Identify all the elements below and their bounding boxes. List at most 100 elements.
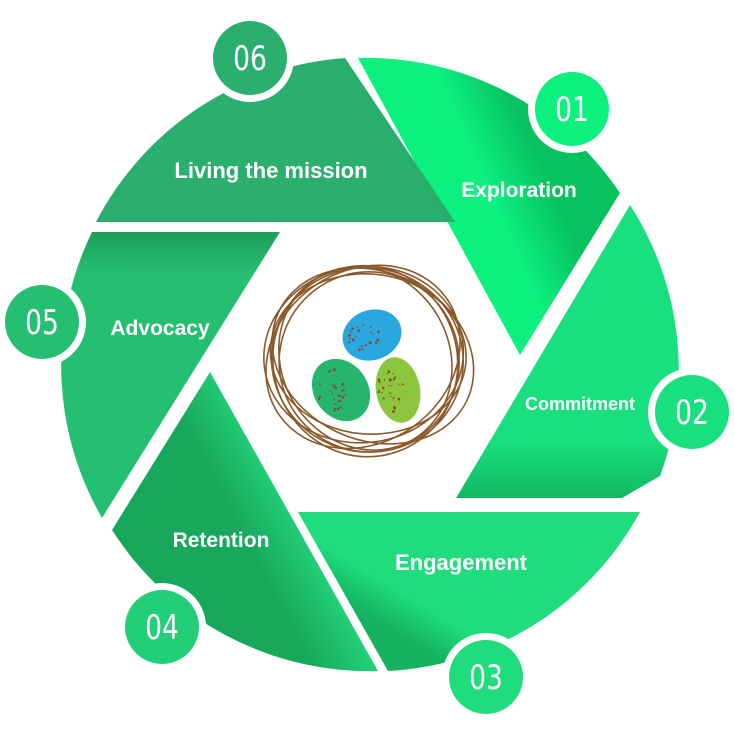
egg-speckle <box>355 335 358 338</box>
egg-speckle <box>341 396 345 399</box>
egg-speckle <box>317 397 321 401</box>
egg-speckle <box>351 327 354 330</box>
egg-speckle <box>333 409 336 412</box>
stage-03-badge[interactable]: 03 <box>442 633 530 721</box>
nest-strand <box>265 264 461 450</box>
stage-03-blade[interactable] <box>298 512 640 671</box>
egg-speckle <box>377 390 381 394</box>
stage-05-blade[interactable] <box>61 232 281 518</box>
egg-speckle <box>397 397 401 401</box>
blue-egg <box>342 309 402 361</box>
egg-speckle <box>392 410 395 413</box>
egg-speckle <box>352 338 355 342</box>
stage-02-label: Commitment <box>525 394 635 414</box>
egg-speckle <box>383 379 386 381</box>
egg-speckle <box>392 372 395 375</box>
stage-06-blade[interactable] <box>96 58 455 222</box>
stage-03-label: Engagement <box>395 550 528 575</box>
egg-speckle <box>347 341 351 344</box>
nest-strand <box>278 271 460 453</box>
egg-speckle <box>381 386 385 390</box>
egg-speckle <box>336 407 340 411</box>
nest-strand <box>277 266 453 451</box>
stage-01-badge[interactable]: 01 <box>528 65 616 153</box>
stage-02-badge[interactable]: 02 <box>648 368 735 456</box>
egg-speckle <box>378 389 380 391</box>
stage-02-number: 02 <box>675 394 709 433</box>
egg-speckle <box>401 383 404 386</box>
stage-05-badge[interactable]: 05 <box>0 278 86 366</box>
egg-speckle <box>393 406 396 410</box>
egg-speckle <box>390 395 392 398</box>
egg-speckle <box>337 400 340 403</box>
egg-speckle <box>342 388 345 391</box>
egg-speckle <box>349 337 352 340</box>
egg-speckle <box>362 348 364 351</box>
egg-speckle <box>328 370 331 373</box>
egg-speckle <box>387 370 391 373</box>
egg-speckle <box>378 380 381 384</box>
egg-speckle <box>333 407 337 410</box>
egg-speckle <box>341 382 345 386</box>
egg-speckle <box>375 341 378 344</box>
egg-speckle <box>319 383 322 386</box>
stage-03-number: 03 <box>469 659 503 698</box>
stage-01-label: Exploration <box>461 179 577 202</box>
egg-speckle <box>357 330 360 333</box>
egg-speckle <box>381 391 383 393</box>
stage-06-badge[interactable]: 06 <box>206 14 294 102</box>
stage-badges: 01 02 03 04 05 06 <box>0 14 735 721</box>
nest-strand <box>271 267 475 445</box>
green-egg <box>311 358 371 422</box>
egg-speckle <box>338 399 342 402</box>
egg-speckle <box>382 397 385 400</box>
egg-speckle <box>390 385 393 387</box>
egg-speckle <box>350 331 353 333</box>
egg-speckle <box>389 392 391 394</box>
egg-speckle <box>349 329 351 332</box>
egg-speckle <box>356 326 358 328</box>
stage-04-number: 04 <box>145 609 179 648</box>
egg-speckle <box>332 375 334 377</box>
egg-speckle <box>333 384 336 387</box>
egg-speckle <box>376 338 380 342</box>
egg-speckle <box>360 345 363 348</box>
stage-labels: Exploration Commitment Engagement Retent… <box>110 158 635 575</box>
egg-speckle <box>318 395 322 399</box>
stage-05-label: Advocacy <box>110 317 210 340</box>
egg-speckle <box>362 324 364 326</box>
stage-04-badge[interactable]: 04 <box>118 583 206 671</box>
egg-speckle <box>338 394 341 398</box>
egg-speckle <box>344 393 346 396</box>
egg-speckle <box>377 378 381 382</box>
egg-speckle <box>368 341 372 345</box>
egg-speckle <box>334 403 337 405</box>
egg-speckle <box>331 392 334 395</box>
egg-speckle <box>340 406 342 409</box>
egg-speckle <box>397 383 400 386</box>
egg-speckle <box>356 329 359 331</box>
egg-speckle <box>394 376 396 379</box>
egg-speckle <box>348 333 352 337</box>
egg-speckle <box>329 390 331 392</box>
egg-speckle <box>386 373 388 375</box>
stage-06-label: Living the mission <box>174 158 367 183</box>
stage-04-label: Retention <box>173 529 270 552</box>
egg-speckle <box>369 326 372 329</box>
egg-speckle <box>334 386 337 389</box>
egg-speckle <box>388 384 390 387</box>
stage-06-number: 06 <box>233 40 267 79</box>
nest-with-eggs-illustration <box>263 264 475 458</box>
egg-speckle <box>388 378 392 382</box>
egg-speckle <box>340 389 344 392</box>
stage-01-number: 01 <box>555 91 589 130</box>
stage-02-blade[interactable] <box>456 205 679 498</box>
egg-speckle <box>392 397 395 400</box>
egg-speckle <box>370 331 373 334</box>
egg-speckle <box>376 330 380 334</box>
stage-05-number: 05 <box>25 304 59 343</box>
egg-speckle <box>372 333 375 335</box>
egg-speckle <box>358 348 361 352</box>
egg-speckle <box>332 398 335 401</box>
